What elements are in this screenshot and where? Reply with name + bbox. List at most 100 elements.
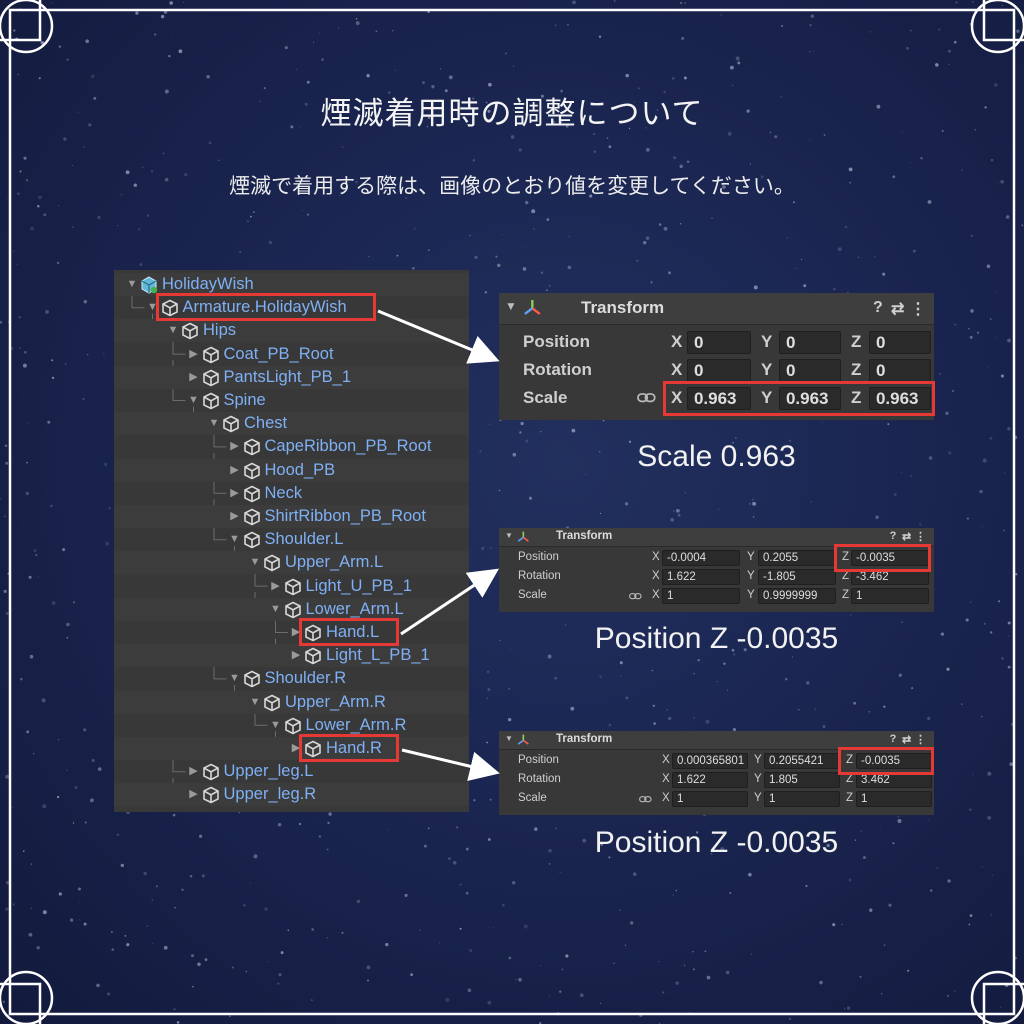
hierarchy-item[interactable]: ▶Hood_PB [114, 458, 469, 482]
hierarchy-item[interactable]: ▼Lower_Arm.L [114, 597, 469, 621]
expand-right-icon[interactable]: ▶ [189, 765, 198, 778]
hierarchy-item-label: Lower_Arm.R [305, 715, 407, 734]
scale-z-field[interactable]: 0.963 [869, 386, 931, 410]
collapse-arrow-icon[interactable]: ▼ [505, 299, 517, 314]
scale-y-field[interactable]: 1 [764, 791, 840, 807]
hierarchy-item[interactable]: ▶Light_L_PB_1 [114, 644, 469, 668]
position-x-field[interactable]: 0 [687, 330, 751, 354]
collapse-arrow-icon[interactable]: ▼ [505, 733, 513, 743]
expand-right-icon[interactable]: ▶ [271, 579, 280, 592]
help-icon[interactable]: ? [873, 298, 883, 316]
hierarchy-item[interactable]: ▶Hand.R [114, 737, 469, 760]
expand-down-icon[interactable]: ▼ [208, 417, 220, 430]
hierarchy-item[interactable]: ▼HolidayWish [114, 273, 469, 296]
rotation-y-field[interactable]: -1.805 [758, 569, 836, 585]
expand-right-icon[interactable]: ▶ [291, 649, 301, 662]
more-icon[interactable]: ⋮ [910, 300, 926, 318]
sliders-icon[interactable]: ⇄ [901, 531, 912, 544]
expand-down-icon[interactable]: ▼ [249, 695, 261, 708]
position-x-field[interactable]: 0.000365801 [672, 753, 748, 769]
hierarchy-item[interactable]: ▼Armature.HolidayWish [114, 296, 469, 319]
inspector-header[interactable] [499, 731, 934, 750]
position-y-field[interactable]: 0.2055 [758, 550, 836, 566]
position-x-field[interactable]: -0.0004 [662, 550, 740, 566]
link-scale-icon[interactable] [639, 794, 652, 804]
hierarchy-item[interactable]: ▼Upper_Arm.R [114, 690, 469, 714]
collapse-arrow-icon[interactable]: ▼ [505, 530, 513, 540]
axis-label-x: X [662, 792, 670, 805]
scale-z-field[interactable]: 1 [856, 791, 932, 807]
rotation-y-field[interactable]: 1.805 [764, 772, 840, 788]
expand-down-icon[interactable]: ▼ [270, 602, 281, 615]
scale-x-field[interactable]: 1 [662, 588, 740, 604]
expand-right-icon[interactable]: ▶ [291, 626, 301, 638]
expand-right-icon[interactable]: ▶ [291, 742, 301, 754]
hierarchy-item[interactable]: ▼Spine [114, 389, 469, 412]
expand-right-icon[interactable]: ▶ [189, 370, 198, 383]
hierarchy-item[interactable]: ▶CapeRibbon_PB_Root [114, 435, 469, 458]
position-y-field[interactable]: 0.2055421 [764, 753, 840, 769]
rotation-x-field[interactable]: 0 [687, 358, 751, 382]
position-y-field[interactable]: 0 [779, 330, 841, 354]
help-icon[interactable]: ? [889, 530, 897, 543]
highlight-hand-r [299, 734, 399, 763]
position-z-field[interactable]: -0.0035 [856, 753, 932, 769]
hierarchy-item[interactable]: ▼Shoulder.R [114, 667, 469, 690]
scale-y-field[interactable]: 0.963 [779, 386, 841, 410]
expand-down-icon[interactable]: ▼ [126, 278, 138, 290]
expand-right-icon[interactable]: ▶ [230, 463, 239, 476]
hierarchy-item[interactable]: ▶Neck [114, 482, 469, 505]
rotation-x-field[interactable]: 1.622 [662, 569, 740, 585]
hierarchy-item[interactable]: ▶ShirtRibbon_PB_Root [114, 505, 469, 528]
axis-label-x: X [652, 570, 660, 583]
position-z-field[interactable]: -0.0035 [851, 550, 929, 566]
expand-down-icon[interactable]: ▼ [229, 672, 240, 685]
scale-y-field[interactable]: 0.9999999 [758, 588, 836, 604]
axis-label-z: Z [846, 773, 854, 786]
expand-down-icon[interactable]: ▼ [270, 718, 281, 731]
scale-x-field[interactable]: 1 [672, 791, 748, 807]
hierarchy-item[interactable]: ▶PantsLight_PB_1 [114, 365, 469, 389]
gameobject-cube-icon [284, 717, 302, 735]
axis-label-y: Y [747, 551, 755, 564]
expand-right-icon[interactable]: ▶ [230, 440, 239, 453]
expand-down-icon[interactable]: ▼ [249, 556, 261, 569]
more-icon[interactable]: ⋮ [915, 531, 926, 544]
scale-z-field[interactable]: 1 [851, 588, 929, 604]
link-scale-icon[interactable] [629, 591, 642, 601]
help-icon[interactable]: ? [889, 733, 897, 746]
expand-right-icon[interactable]: ▶ [189, 788, 198, 801]
sliders-icon[interactable]: ⇄ [901, 734, 912, 747]
hierarchy-item-label: Chest [244, 414, 288, 433]
hierarchy-item[interactable]: ▶Upper_leg.R [114, 783, 469, 807]
inspector-header[interactable] [499, 293, 934, 325]
rotation-y-field[interactable]: 0 [779, 358, 841, 382]
axis-label-z: Z [842, 570, 850, 583]
hierarchy-item[interactable]: ▶ Hand.L [114, 621, 469, 644]
hierarchy-item[interactable]: ▼Shoulder.L [114, 528, 469, 551]
hierarchy-item[interactable]: ▼Upper_Arm.L [114, 551, 469, 575]
link-scale-icon[interactable] [637, 390, 656, 405]
rotation-z-field[interactable]: 0 [869, 358, 931, 382]
position-z-field[interactable]: 0 [869, 330, 931, 354]
hierarchy-item[interactable]: ▶Upper_leg.L [114, 760, 469, 783]
hierarchy-item[interactable]: ▼ Lower_Arm.R [114, 714, 469, 737]
hierarchy-item[interactable]: ▼ Chest [114, 412, 469, 436]
expand-right-icon[interactable]: ▶ [189, 347, 198, 360]
hierarchy-item[interactable]: ▶Light_U_PB_1 [114, 575, 469, 598]
scale-x-field[interactable]: 0.963 [687, 386, 751, 410]
expand-down-icon[interactable]: ▼ [167, 324, 179, 337]
expand-down-icon[interactable]: ▼ [229, 533, 240, 546]
sliders-icon[interactable]: ⇄ [891, 300, 905, 318]
expand-down-icon[interactable]: ▼ [147, 301, 158, 314]
inspector-header[interactable] [499, 528, 934, 547]
rotation-x-field[interactable]: 1.622 [672, 772, 748, 788]
hierarchy-item-label: Hand.L [326, 623, 380, 641]
expand-right-icon[interactable]: ▶ [230, 486, 239, 499]
hierarchy-item[interactable]: ▼Hips [114, 319, 469, 343]
expand-down-icon[interactable]: ▼ [188, 394, 199, 406]
more-icon[interactable]: ⋮ [915, 734, 926, 747]
hierarchy-item[interactable]: ▶Coat_PB_Root [114, 343, 469, 366]
expand-right-icon[interactable]: ▶ [230, 510, 239, 522]
